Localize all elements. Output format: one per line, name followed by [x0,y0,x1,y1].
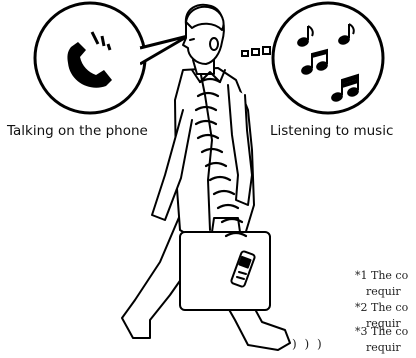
footnote-text: The co [371,325,408,338]
music-bubble [242,3,383,113]
phone-caption: Talking on the phone [7,123,148,139]
footnote-mark: *2 [355,301,368,314]
footnote-text-cont: requir [366,285,401,298]
footnote-text: The co [371,301,408,314]
footnote-text-cont: requir [366,341,401,354]
footnote-3: *3 The co requir [355,324,408,356]
music-caption: Listening to music [270,123,393,139]
phone-bubble [35,3,188,113]
footnote-mark: *3 [355,325,368,338]
footnote-1: *1 The co requir [355,268,408,300]
signal-waves: ) ) ) [292,336,324,352]
footnote-text: The co [371,269,408,282]
footnote-mark: *1 [355,269,368,282]
